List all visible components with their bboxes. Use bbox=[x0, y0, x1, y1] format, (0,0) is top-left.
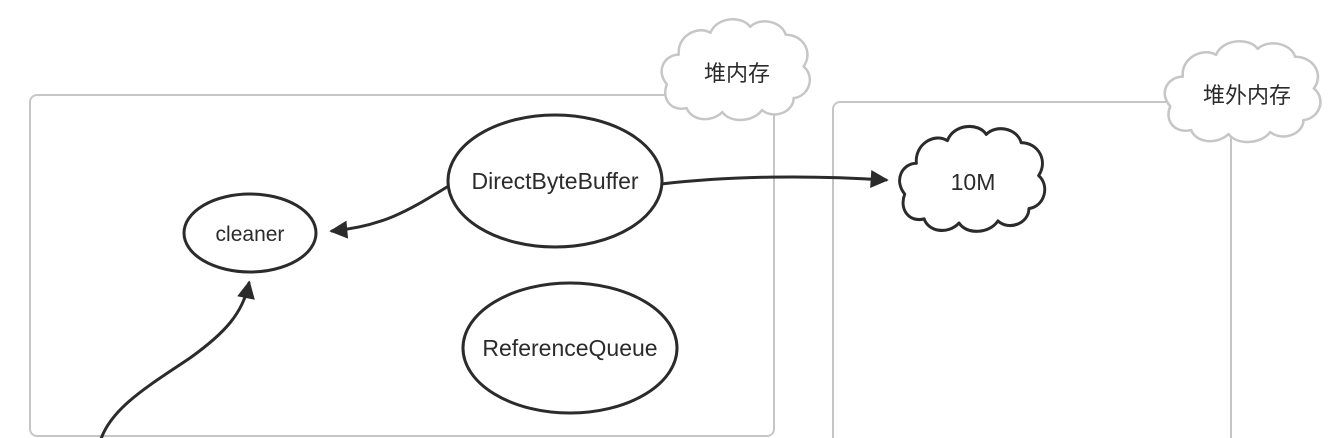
heap-memory-region-rect bbox=[29, 94, 775, 437]
edge-directbytebuffer-to-10m bbox=[659, 170, 889, 188]
direct-byte-buffer-node bbox=[446, 113, 664, 249]
memory-block-10m-label: 10M bbox=[951, 169, 996, 195]
edge-directbytebuffer-to-cleaner bbox=[329, 182, 454, 239]
reference-queue-label: ReferenceQueue bbox=[482, 335, 657, 361]
off-heap-memory-label: 堆外内存 bbox=[1203, 83, 1291, 108]
cleaner-node bbox=[182, 192, 318, 274]
direct-byte-buffer-label: DirectByteBuffer bbox=[471, 168, 638, 194]
heap-memory-label: 堆内存 bbox=[704, 61, 770, 86]
reference-queue-node bbox=[461, 281, 679, 415]
cleaner-label: cleaner bbox=[216, 223, 285, 246]
edge-bottom-to-cleaner bbox=[99, 280, 255, 438]
